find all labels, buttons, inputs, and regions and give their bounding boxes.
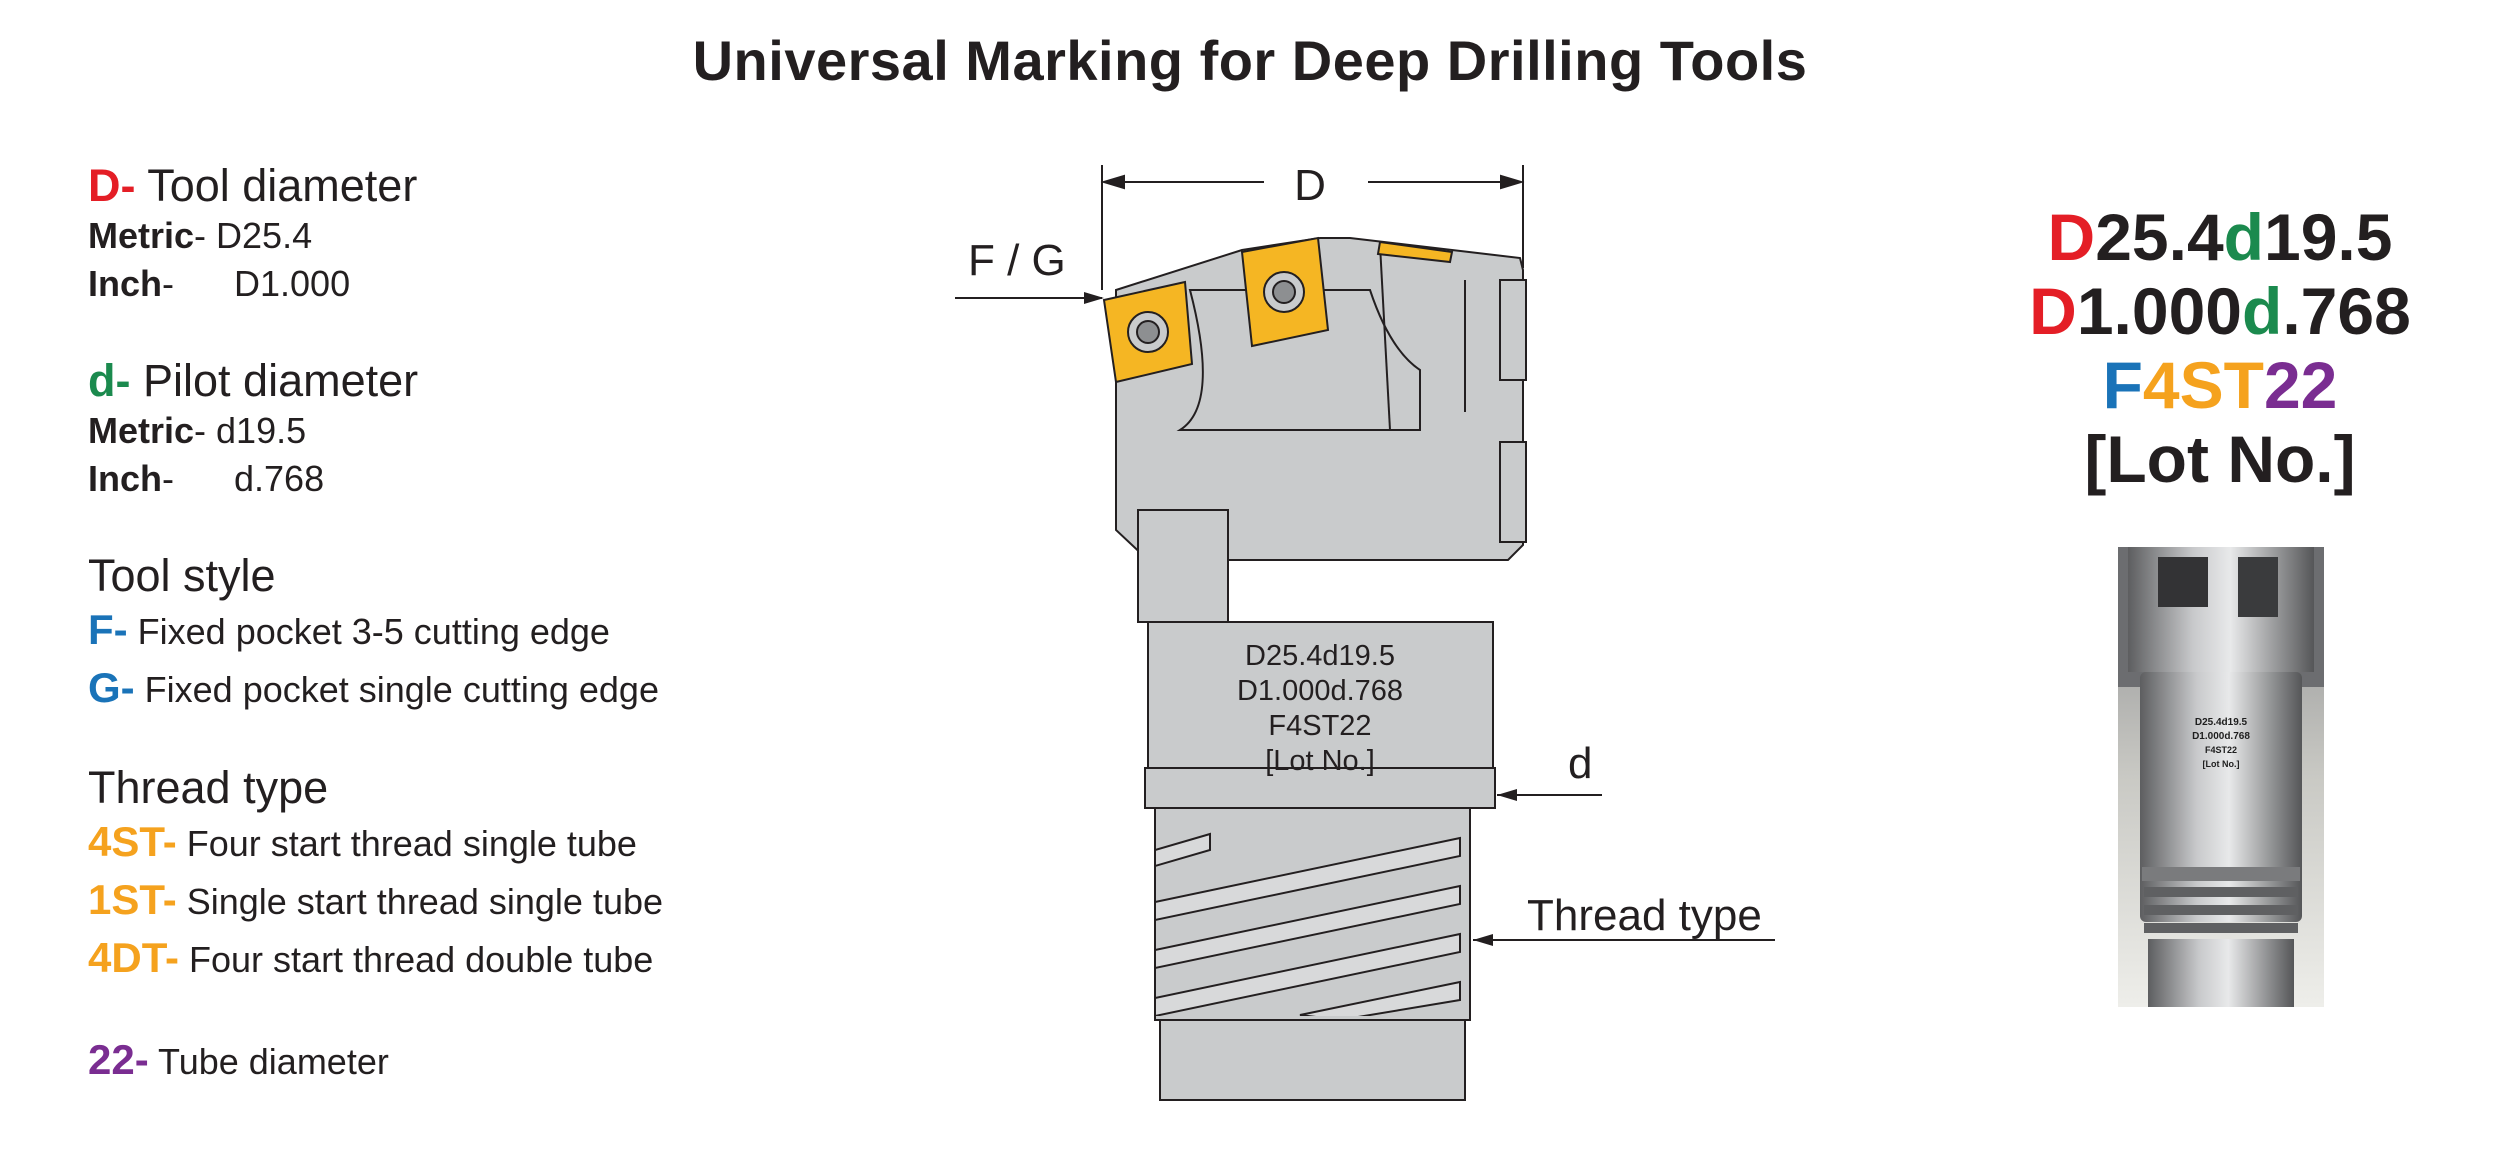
legend-label-pilot-diameter: Pilot diameter [130,355,419,406]
legend-tube-diameter: 22- Tube diameter [88,1036,389,1083]
tool-diagram: D F / G [955,161,1775,1101]
photo-engraving-line: [Lot No.] [2203,759,2240,769]
sample-marking-part: 19.5 [2264,200,2393,274]
photo-engraving-line: D1.000d.768 [2192,731,2250,742]
inch-label: Inch [88,458,163,499]
sample-line-metric: D25.4d19.5 [2010,200,2430,274]
engraving-line: [Lot No.] [1265,745,1375,777]
sample-line-lot: [Lot No.] [2010,422,2430,496]
cutting-insert [1376,240,1454,264]
legend-thread-type: Thread type 4ST- Four start thread singl… [88,762,888,988]
metric-label: Metric [88,215,195,256]
sample-marking-part: .768 [2282,274,2411,348]
photo-engraving-line: F4ST22 [2205,745,2237,755]
inch-value: - d.768 [162,458,325,499]
legend-key-D: D [88,160,121,211]
legend-key-d: d [88,355,116,406]
sample-line-style-thread-tube: F4ST22 [2010,348,2430,422]
legend-tool-style: Tool style F- Fixed pocket 3-5 cutting e… [88,550,888,718]
legend-pilot-diameter: d- Pilot diameter Metric- d19.5 Inch- d.… [88,355,419,499]
legend-item: 4DT- Four start thread double tube [88,934,654,981]
legend-item: G- Fixed pocket single cutting edge [88,664,659,711]
photo-engraving-line: D25.4d19.5 [2195,717,2248,728]
inch-label: Inch [88,263,163,304]
cutting-insert [1240,236,1330,348]
sample-marking-part: D [2029,274,2077,348]
metric-value: - d19.5 [194,410,307,451]
legend-tool-diameter: D- Tool diameter Metric- D25.4 Inch- D1.… [88,160,418,304]
tool-head [1115,237,1527,623]
arrow-thread-type [1473,934,1775,946]
dimension-label-fg: F / G [968,236,1066,285]
sample-marking-part: 4ST [2142,348,2264,422]
sample-line-inch: D1.000d.768 [2010,274,2430,348]
sample-marking-part: d [2242,274,2283,348]
legend-item: 4ST- Four start thread single tube [88,818,637,865]
legend-label-tool-diameter: Tool diameter [135,160,418,211]
dimension-D [1100,165,1525,290]
legend-item: F- Fixed pocket 3-5 cutting edge [88,606,610,653]
sample-marking-part: [Lot No.] [2084,422,2356,496]
sample-marking-part: 22 [2263,348,2338,422]
diagram-engraving: D25.4d19.5 D1.000d.768 F4ST22 [Lot No.] [1237,640,1403,777]
engraving-line: D25.4d19.5 [1245,640,1395,672]
page-title: Universal Marking for Deep Drilling Tool… [692,29,1808,92]
sample-marking-part: d [2223,200,2264,274]
tool-photo: D25.4d19.5 D1.000d.768 F4ST22 [Lot No.] [2118,547,2324,1007]
arrow-d [1497,789,1602,801]
cutting-insert [1102,280,1194,384]
arrow-fg [955,292,1104,304]
legend-item: 1ST- Single start thread single tube [88,876,664,923]
engraving-line: D1.000d.768 [1237,675,1403,707]
inch-value: - D1.000 [162,263,351,304]
metric-label: Metric [88,410,195,451]
metric-value: - D25.4 [194,215,313,256]
dimension-label-d: d [1568,739,1592,788]
dimension-label-thread-type: Thread type [1527,891,1762,940]
sample-marking: D25.4d19.5 D1.000d.768 F4ST22 [Lot No.] [2010,200,2430,496]
sample-marking-part: 1.000 [2076,274,2243,348]
legend-key-tube: 22- [88,1036,149,1083]
sample-marking-part: D [2047,200,2096,274]
sample-marking-part: 25.4 [2095,200,2224,274]
tool-shank [1144,621,1496,1101]
sample-marking-part: F [2102,348,2143,422]
engraving-line: F4ST22 [1268,710,1371,742]
legend-heading-thread-type: Thread type [88,762,329,813]
legend-heading-tool-style: Tool style [88,550,276,601]
dimension-label-D: D [1294,161,1326,210]
